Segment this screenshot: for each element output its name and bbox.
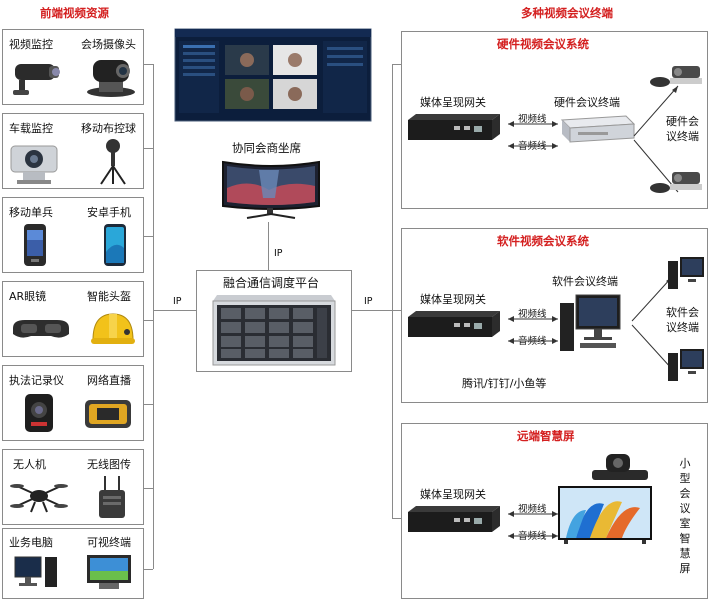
- right-tick-3: [392, 518, 401, 519]
- source-label-a: 视频监控: [9, 38, 53, 51]
- media-gateway-icon: [408, 311, 500, 337]
- left-section-title: 前端视频资源: [40, 6, 109, 20]
- ip-label-left: IP: [173, 296, 182, 307]
- source-box-1: 视频监控 会场摄像头: [2, 29, 144, 105]
- source-label-b: 无线图传: [87, 458, 131, 471]
- left-tick-6: [144, 488, 153, 489]
- media-gateway-icon: [408, 114, 500, 140]
- source-box-4: AR眼镜 智能头盔: [2, 281, 144, 357]
- smart-screen-box: 远端智慧屏 媒体呈现网关 视频线 音频线 小型会议室智慧屏: [401, 423, 708, 599]
- smart-screen-tv-icon: [558, 486, 652, 544]
- software-endpoint-pc-icon-1: [668, 257, 704, 289]
- source-box-7: 业务电脑 可视终端: [2, 528, 144, 599]
- left-tick-2: [144, 148, 153, 149]
- hardware-endpoint-icon-2: [650, 172, 702, 193]
- right-bus-line: [392, 64, 393, 518]
- software-system-box: 软件视频会议系统 媒体呈现网关 软件会议终端 视频线 音频线: [401, 228, 708, 403]
- platform-label: 融合通信调度平台: [223, 276, 320, 290]
- source-label-a: AR眼镜: [9, 290, 47, 303]
- ar-glasses-icon: [13, 320, 69, 338]
- right-tick-1: [392, 64, 401, 65]
- source-label-a: 无人机: [13, 458, 46, 471]
- platform-to-right-line: [352, 310, 392, 311]
- software-gateway-label: 媒体呈现网关: [420, 293, 486, 306]
- line-arrows-icon: [508, 511, 558, 539]
- source-label-a: 执法记录仪: [9, 374, 64, 387]
- source-label-a: 车载监控: [9, 122, 53, 135]
- source-label-b: 智能头盔: [87, 290, 131, 303]
- smart-helmet-icon: [91, 313, 135, 344]
- seat-label: 协同会商坐席: [232, 141, 301, 155]
- left-tick-1: [144, 64, 153, 65]
- bullet-camera-icon: [13, 64, 60, 95]
- line-arrows-icon: [508, 121, 558, 149]
- smart-screen-camera-icon: [592, 454, 648, 480]
- left-tick-5: [144, 404, 153, 405]
- link-lines-icon: [633, 85, 679, 193]
- left-to-platform-line: [153, 310, 196, 311]
- server-rack-icon: [212, 295, 336, 366]
- source-label-b: 移动布控球: [81, 122, 136, 135]
- hardware-endpoint-icon-1: [650, 66, 702, 87]
- video-terminal-icon: [87, 555, 131, 589]
- hardware-gateway-label: 媒体呈现网关: [420, 96, 486, 109]
- line-arrows-icon: [508, 316, 558, 344]
- source-label-b: 会场摄像头: [81, 38, 136, 51]
- smart-side-label: 小型会议室智慧屏: [679, 457, 691, 575]
- source-box-2: 车载监控 移动布控球: [2, 113, 144, 189]
- software-title: 软件视频会议系统: [497, 234, 589, 248]
- ip-label-top: IP: [274, 248, 283, 259]
- dispatch-console-screenshot-icon: [174, 28, 372, 122]
- hardware-video-line-label: 视频线: [518, 114, 547, 125]
- left-tick-3: [144, 236, 153, 237]
- left-bus-line: [153, 64, 154, 569]
- rugged-handset-icon: [24, 224, 46, 266]
- vehicle-ptz-camera-icon: [10, 145, 58, 184]
- source-label-b: 安卓手机: [87, 206, 131, 219]
- software-endpoint-pc-icon-2: [668, 349, 704, 381]
- source-label-b: 可视终端: [87, 536, 131, 549]
- source-box-3: 移动单兵 安卓手机: [2, 197, 144, 273]
- hardware-codec-icon: [560, 115, 636, 143]
- media-gateway-icon: [408, 506, 500, 532]
- smart-video-line-label: 视频线: [518, 504, 547, 515]
- body-camera-icon: [25, 394, 53, 432]
- curved-monitor-icon: [222, 160, 320, 219]
- platform-to-seat-line: [268, 222, 269, 270]
- software-apps-label: 腾讯/钉钉/小鱼等: [462, 377, 547, 390]
- source-label-b: 网络直播: [87, 374, 131, 387]
- tripod-dome-camera-icon: [100, 139, 126, 185]
- right-tick-2: [392, 310, 401, 311]
- hardware-terminal-label: 硬件会议终端: [554, 96, 620, 109]
- software-side-label: 软件会议终端: [666, 306, 699, 334]
- source-label-a: 业务电脑: [9, 536, 53, 549]
- ip-label-right: IP: [364, 296, 373, 307]
- ptz-conference-camera-icon: [87, 60, 135, 97]
- hardware-side-label: 硬件会议终端: [666, 115, 699, 143]
- left-tick-7: [144, 569, 153, 570]
- desktop-pc-icon: [560, 294, 621, 351]
- live-stream-encoder-icon: [85, 400, 131, 428]
- platform-box: 融合通信调度平台: [196, 270, 352, 372]
- software-terminal-label: 软件会议终端: [552, 275, 618, 288]
- hardware-title: 硬件视频会议系统: [497, 37, 589, 51]
- source-label-a: 移动单兵: [9, 206, 53, 219]
- android-phone-icon: [104, 224, 126, 266]
- software-video-line-label: 视频线: [518, 309, 547, 320]
- left-tick-4: [144, 320, 153, 321]
- drone-icon: [10, 484, 68, 513]
- hardware-system-box: 硬件视频会议系统 媒体呈现网关 硬件会议终端 视频线 音频线: [401, 31, 708, 209]
- right-section-title: 多种视频会议终端: [521, 6, 613, 20]
- source-box-6: 无人机 无线图传: [2, 449, 144, 525]
- wireless-transmitter-icon: [99, 476, 125, 518]
- smart-gateway-label: 媒体呈现网关: [420, 488, 486, 501]
- smart-title: 远端智慧屏: [517, 429, 575, 443]
- source-box-5: 执法记录仪 网络直播: [2, 365, 144, 441]
- desktop-pc-icon: [14, 556, 57, 587]
